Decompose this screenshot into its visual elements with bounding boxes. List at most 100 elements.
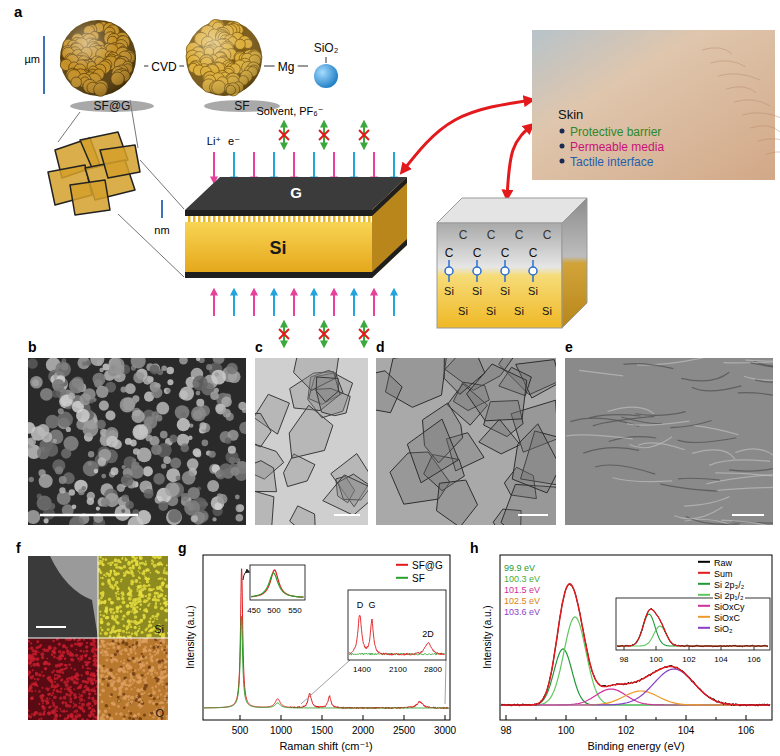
element-map	[142, 663, 146, 667]
element-map	[130, 571, 134, 575]
element-map	[152, 615, 155, 618]
element-map	[152, 691, 156, 695]
element-map	[163, 569, 165, 571]
element-map	[157, 697, 160, 700]
element-map	[128, 587, 131, 590]
element-map	[116, 587, 119, 590]
element-map	[109, 635, 112, 638]
element-map	[38, 651, 40, 653]
element-map	[117, 642, 120, 645]
sem-image	[191, 515, 198, 522]
element-map	[111, 561, 114, 564]
element-map	[69, 697, 72, 700]
element-map	[111, 616, 113, 618]
element-map	[162, 578, 164, 580]
element-map	[28, 556, 98, 638]
element-map	[59, 655, 62, 658]
element-map	[66, 680, 69, 683]
element-map	[119, 598, 121, 600]
element-map	[81, 718, 84, 720]
element-map	[78, 694, 80, 696]
element-map	[85, 663, 88, 666]
zoom-line	[140, 160, 184, 209]
element-map	[138, 643, 142, 647]
sem-image	[39, 474, 53, 488]
element-map	[131, 703, 133, 705]
ion-arrow	[273, 290, 275, 316]
element-map	[111, 615, 114, 618]
element-map	[99, 556, 102, 558]
element-map	[74, 674, 77, 677]
sem-image	[69, 378, 84, 393]
element-map	[123, 625, 126, 628]
element-map	[134, 626, 137, 629]
element-map	[47, 693, 50, 696]
element-map	[28, 662, 31, 665]
sem-image	[125, 383, 136, 394]
ion-arrow	[333, 290, 335, 316]
element-map	[135, 557, 138, 560]
hrtem-image	[735, 449, 773, 460]
element-map	[116, 673, 118, 675]
hrtem-image	[638, 443, 685, 450]
element-map	[94, 710, 96, 712]
element-map	[128, 597, 132, 601]
element-map	[139, 679, 142, 682]
sem-image	[166, 509, 182, 525]
element-map	[136, 579, 138, 581]
cross-mark	[279, 329, 289, 339]
spectrum	[204, 569, 449, 709]
element-map	[114, 571, 116, 573]
element-map	[111, 702, 113, 704]
element-map	[136, 590, 138, 592]
element-map	[145, 561, 147, 563]
element-map	[145, 661, 148, 664]
sem-image	[226, 363, 238, 375]
sem-image	[52, 379, 64, 391]
tem-image	[290, 506, 316, 525]
element-map	[150, 656, 153, 659]
element-map	[93, 675, 96, 678]
element-map	[74, 715, 78, 719]
element-map	[83, 699, 85, 701]
element-map	[49, 663, 51, 665]
element-map	[154, 592, 157, 595]
element-map	[112, 616, 114, 618]
element-map	[163, 671, 165, 673]
tem-image	[437, 480, 478, 525]
sem-image	[30, 376, 43, 389]
element-map	[149, 653, 151, 655]
element-map	[159, 680, 163, 684]
element-map	[134, 687, 136, 689]
relation-arrow	[402, 100, 532, 172]
element-map	[54, 685, 58, 689]
element-map	[90, 674, 93, 677]
sum-spectrum	[617, 609, 768, 646]
element-map	[31, 656, 35, 660]
element-map	[53, 655, 56, 658]
element-map	[29, 685, 31, 687]
element-map	[29, 715, 32, 718]
element-map	[114, 639, 117, 642]
element-map	[88, 657, 91, 660]
element-map	[145, 674, 147, 676]
element-map	[138, 669, 140, 671]
element-map	[129, 678, 131, 680]
element-map	[123, 565, 126, 568]
sem-image	[195, 451, 202, 458]
element-map	[60, 663, 63, 666]
element-map	[125, 678, 127, 680]
xps-plot	[500, 555, 772, 720]
element-map	[129, 667, 132, 670]
element-map	[132, 609, 134, 611]
element-map	[120, 660, 122, 662]
element-map	[119, 561, 121, 563]
hrtem-image	[729, 464, 773, 471]
element-map	[51, 679, 53, 681]
element-map	[123, 716, 125, 718]
element-map	[108, 598, 111, 601]
element-map	[138, 699, 141, 702]
axis-tick	[686, 715, 687, 720]
sem-image	[207, 480, 219, 492]
element-map	[109, 562, 111, 564]
